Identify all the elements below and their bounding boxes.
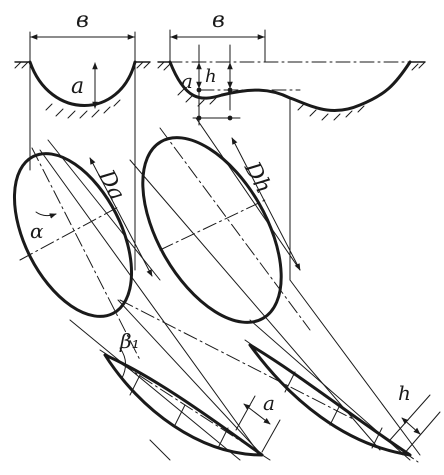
bottom-right-lens: h [244,339,441,463]
right-ellipse-minor-axis [159,199,266,251]
alpha-label: α [30,219,44,243]
alpha-arc [35,211,57,219]
right-ellipse [141,136,283,324]
bottom-h-dim [401,417,421,435]
left-width-label: в [76,8,89,33]
right-width-label: в [212,8,225,33]
right-ellipse-major-axis [159,127,311,331]
bottom-a-dim [243,403,271,425]
left-hatching [14,61,151,119]
left-diameter-label: Da [92,165,129,205]
right-groove-arc-2 [220,60,412,113]
beta-arc [119,347,126,379]
point-2 [227,87,233,93]
left-ellipse [12,152,134,318]
right-diameter-label: Dh [238,157,275,198]
left-section: Da α [12,61,263,461]
bottom-left-lens: β₁ a [99,329,281,461]
left-ellipse-major-axis [31,147,141,361]
bottom-h-label: h [398,381,411,405]
bottom-right-ticks [284,371,383,449]
bottom-a-label: a [263,391,275,415]
left-groove-arc [28,60,137,107]
point-1 [196,87,202,93]
right-groove-arc-1 [168,60,224,100]
left-surface-profile: в а [14,8,151,119]
left-diameter-dim [89,157,153,277]
left-depth-label: а [71,74,84,99]
right-depth-h-label: h [205,66,217,87]
left-ellipse-minor-axis [19,205,121,261]
right-hatching [157,61,426,121]
right-diameter-dim [231,137,301,271]
right-surface-profile: в а h [157,8,426,126]
right-depth-a-label: а [181,69,193,93]
beta-label: β₁ [119,329,140,353]
bottom-left-ticks [129,374,229,461]
bottom-right-lens-shape [248,343,412,457]
